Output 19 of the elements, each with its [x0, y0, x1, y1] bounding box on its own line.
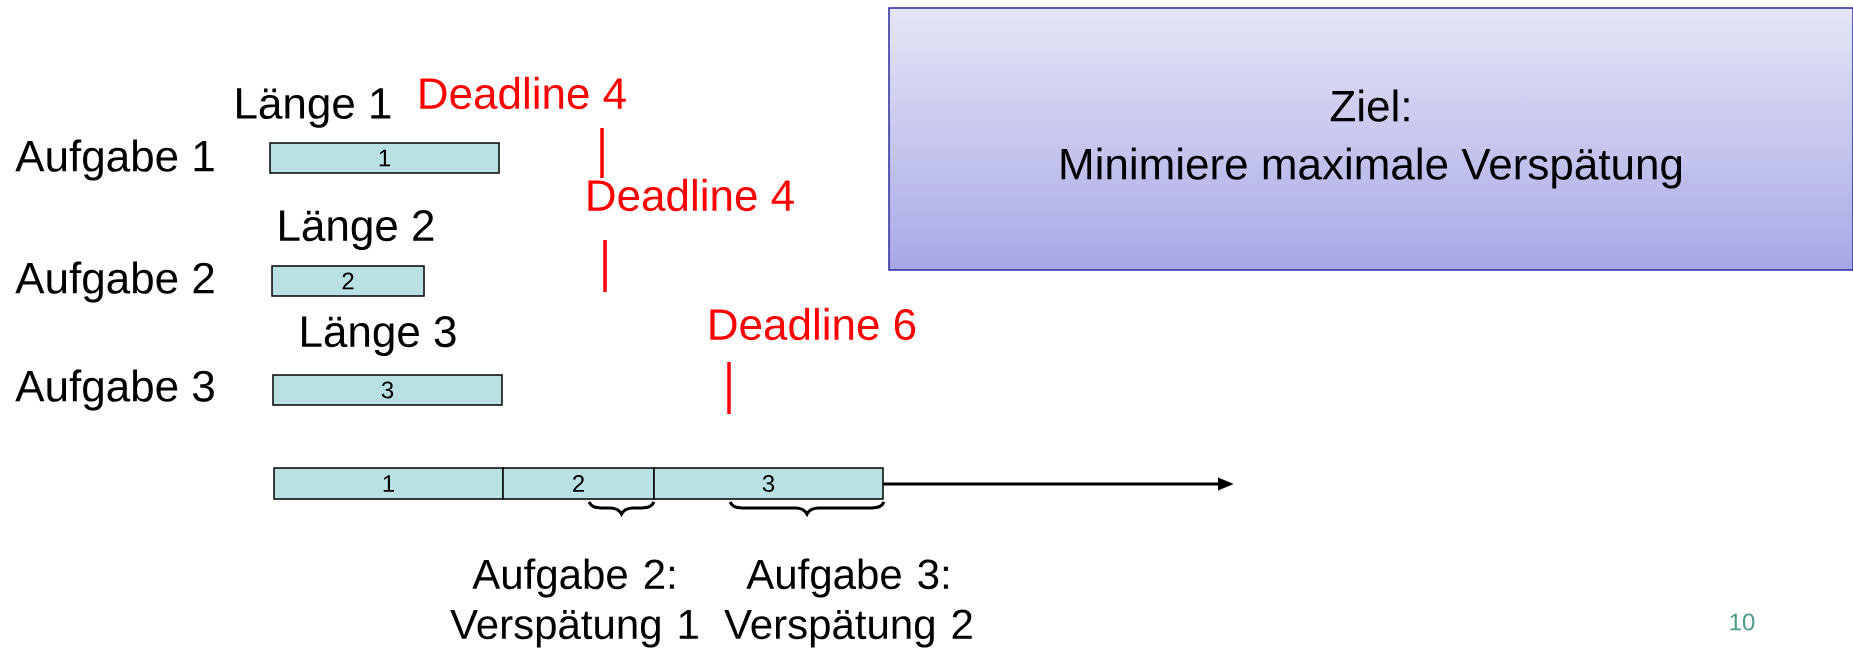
deadline-label: Deadline 4: [588, 178, 794, 212]
goal-box: Ziel: Minimiere maximale Verspätung: [888, 7, 1853, 271]
task-bar: 2: [271, 265, 425, 297]
task-label: Aufgabe 2: [15, 261, 214, 303]
task-label: Aufgabe 3: [15, 369, 214, 411]
task-bar: 3: [653, 467, 884, 500]
task-bar: 1: [273, 467, 504, 500]
length-label: Länge 3: [302, 316, 456, 356]
deadline-label: Deadline 4: [420, 76, 626, 110]
task-bar: 3: [272, 374, 503, 406]
deadline-label: Deadline 6: [710, 307, 916, 341]
delay-label: Aufgabe 3: Verspätung 2: [724, 558, 972, 648]
length-label: Länge 2: [280, 210, 434, 250]
task-bar: 2: [502, 467, 655, 500]
task-label: Aufgabe 1: [15, 139, 214, 181]
task-bar: 1: [269, 142, 500, 174]
delay-label: Aufgabe 2: Verspätung 1: [450, 558, 698, 648]
length-label: Länge 1: [237, 88, 391, 128]
page-number: 10: [1730, 613, 1755, 631]
